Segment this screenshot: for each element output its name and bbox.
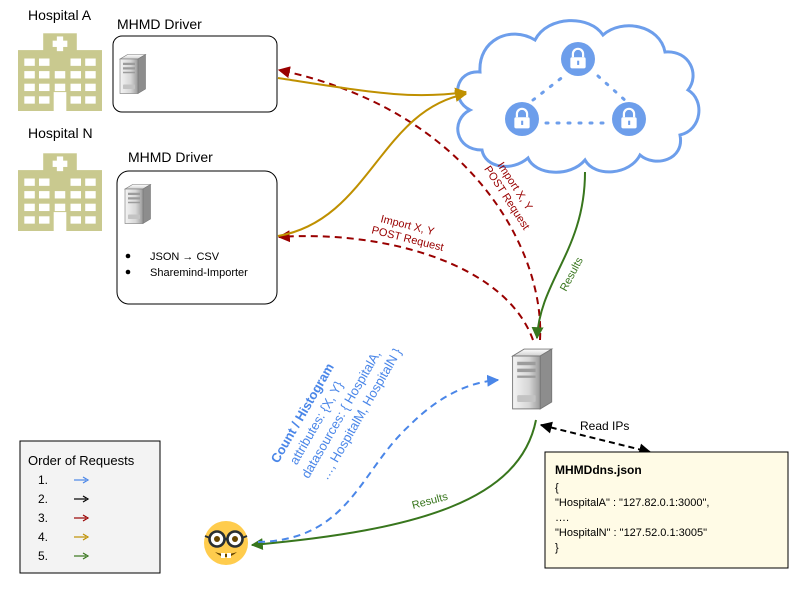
dns-note-line: …. bbox=[555, 512, 569, 524]
server-icon bbox=[124, 184, 151, 224]
legend-item-number: 4. bbox=[38, 530, 48, 544]
import-label-n: Import X, Y POST Request bbox=[370, 213, 444, 254]
results-user-arrow bbox=[250, 419, 537, 551]
hospital-a-label: Hospital A bbox=[28, 7, 92, 23]
legend-title: Order of Requests bbox=[28, 453, 135, 468]
legend-item-number: 3. bbox=[38, 511, 48, 525]
request-order-legend: Order of Requests 1. 2. 3. 4. 5. bbox=[19, 440, 161, 574]
hospital-icon bbox=[18, 33, 102, 111]
import-request-arrow-n bbox=[277, 230, 534, 341]
server-icon bbox=[511, 348, 553, 410]
hospital-icon bbox=[18, 153, 102, 231]
hospital-n-label: Hospital N bbox=[28, 125, 93, 141]
dns-json-note: MHMDdns.json { "HospitalA" : "127.82.0.1… bbox=[544, 451, 789, 569]
legend-item-number: 1. bbox=[38, 473, 48, 487]
driver-box-n: MHMD Driver JSON → CSV Sharemind-Importe… bbox=[116, 149, 278, 305]
sharemind-cloud bbox=[456, 19, 701, 174]
import-request-arrow-a bbox=[277, 66, 542, 341]
read-ips-label: Read IPs bbox=[580, 419, 629, 433]
driver-box-a: MHMD Driver bbox=[112, 16, 278, 113]
lock-icon bbox=[612, 102, 646, 136]
read-ips-arrow bbox=[539, 421, 652, 456]
driver-bullet: JSON → CSV bbox=[150, 251, 220, 263]
arrow-right-icon bbox=[74, 476, 90, 484]
lock-icon bbox=[561, 42, 595, 76]
dns-note-line: "HospitalA" : "127.82.0.1:3000", bbox=[555, 497, 709, 509]
legend-item-number: 5. bbox=[38, 549, 48, 563]
arrow-right-icon bbox=[74, 552, 90, 560]
dns-note-line: { bbox=[555, 482, 559, 494]
arrow-right-icon bbox=[74, 514, 90, 522]
dns-note-line: } bbox=[555, 542, 559, 554]
nerd-face-icon bbox=[204, 521, 248, 565]
driver-bullet: Sharemind-Importer bbox=[150, 267, 248, 279]
driver-a-to-cloud-arrow bbox=[277, 77, 468, 100]
dns-note-line: "HospitalN" : "127.52.0.1:3005" bbox=[555, 527, 707, 539]
driver-title: MHMD Driver bbox=[117, 16, 202, 32]
query-text: Count / Histogram attributes: {X, Y} dat… bbox=[268, 345, 405, 483]
driver-title: MHMD Driver bbox=[128, 149, 213, 165]
lock-icon bbox=[505, 102, 539, 136]
arrow-right-icon bbox=[74, 495, 90, 503]
server-icon bbox=[119, 54, 146, 94]
legend-item-number: 2. bbox=[38, 492, 48, 506]
query-arrow bbox=[257, 374, 500, 543]
driver-n-to-cloud-arrow bbox=[277, 90, 468, 237]
results-cloud-arrow bbox=[531, 171, 586, 340]
arrow-right-icon bbox=[74, 533, 90, 541]
dns-note-title: MHMDdns.json bbox=[555, 463, 642, 477]
